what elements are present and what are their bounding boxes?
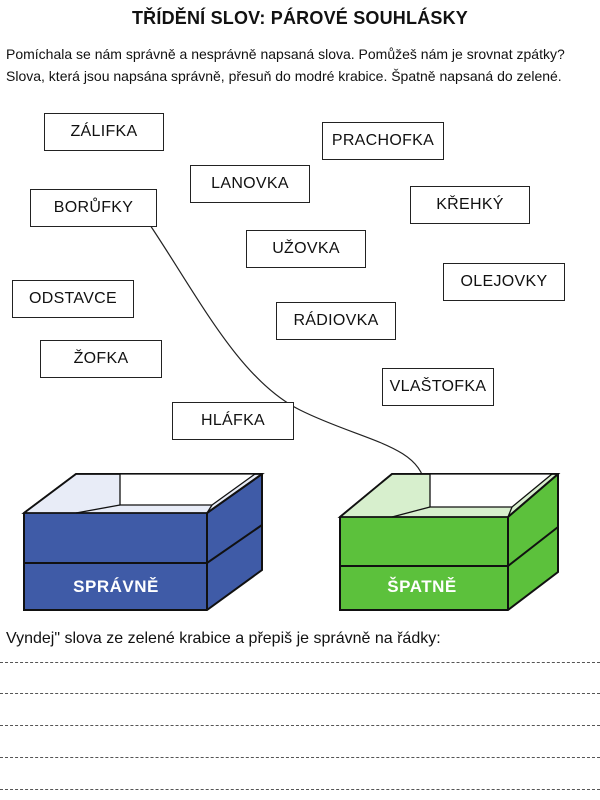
word-card-lanovka[interactable]: LANOVKA [190, 165, 310, 203]
connector-line [149, 224, 426, 486]
word-card-zalifka[interactable]: ZÁLIFKA [44, 113, 164, 151]
writing-line-1[interactable] [0, 662, 600, 663]
word-card-uzovka[interactable]: UŽOVKA [246, 230, 366, 268]
wrong-box-label: ŠPATNĚ [387, 577, 457, 596]
writing-line-4[interactable] [0, 757, 600, 758]
word-card-borufky[interactable]: BORŮFKY [30, 189, 157, 227]
writing-line-2[interactable] [0, 693, 600, 694]
word-card-radiovka[interactable]: RÁDIOVKA [276, 302, 396, 340]
word-card-zofka[interactable]: ŽOFKA [40, 340, 162, 378]
green-box[interactable] [337, 473, 561, 611]
word-card-prachofka[interactable]: PRACHOFKA [322, 122, 444, 160]
word-card-krehky[interactable]: KŘEHKÝ [410, 186, 530, 224]
correct-box-label: SPRÁVNĚ [73, 577, 159, 596]
intro-line-2: Slova, která jsou napsána správně, přesu… [6, 68, 562, 84]
writing-line-5[interactable] [0, 789, 600, 790]
intro-line-1: Pomíchala se nám správně a nesprávně nap… [6, 46, 565, 62]
page-title: TŘÍDĚNÍ SLOV: PÁROVÉ SOUHLÁSKY [131, 8, 469, 28]
word-card-olejovky[interactable]: OLEJOVKY [443, 263, 565, 301]
word-card-hlafka[interactable]: HLÁFKA [172, 402, 294, 440]
writing-line-3[interactable] [0, 725, 600, 726]
word-card-vlastofka[interactable]: VLAŠTOFKA [382, 368, 494, 406]
blue-box[interactable] [21, 473, 265, 611]
rewrite-instruction: Vyndej" slova ze zelené krabice a přepiš… [6, 630, 441, 647]
word-card-odstavce[interactable]: ODSTAVCE [12, 280, 134, 318]
